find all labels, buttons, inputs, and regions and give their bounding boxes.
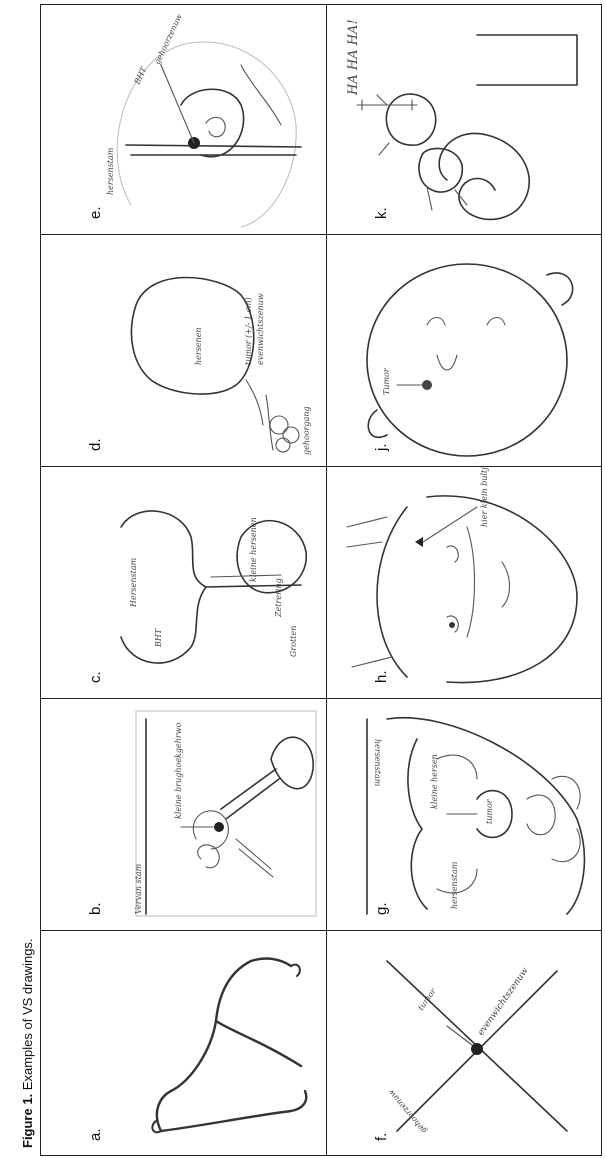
svg-text:Tumor: Tumor: [382, 367, 391, 395]
svg-text:Grotten: Grotten: [289, 626, 298, 657]
drawing-k-sketch: HA HA HA!: [327, 5, 601, 234]
drawing-j-note-tumor: Tumor: [382, 367, 391, 395]
drawing-f-note-balance-nerve: evenwichtszenuw: [476, 966, 531, 1038]
svg-text:hersenstam: hersenstam: [106, 147, 115, 195]
drawing-e-note-stem: hersenstam: [106, 147, 115, 195]
svg-text:hersenstam: hersenstam: [450, 861, 459, 909]
drawing-g-note-tumor: tumor: [485, 798, 494, 824]
drawing-g-note-stem: hersenstam: [450, 861, 459, 909]
drawing-c-note-stem: Hersenstam: [129, 557, 138, 608]
drawing-grid: BHT gehoorzenuw hersenstam e. HA HA HA! …: [40, 4, 602, 1156]
drawing-h-sketch: hier klein bultje: [327, 467, 601, 698]
drawing-f-note-tumor: tumor: [416, 986, 438, 1012]
drawing-e-note-nerve: gehoorzenuw: [153, 12, 184, 65]
svg-text:HA HA HA!: HA HA HA!: [346, 19, 361, 96]
drawing-e-label: e.: [87, 206, 104, 219]
svg-text:evenwichtszenuw: evenwichtszenuw: [256, 293, 265, 365]
drawing-cell-b: kleine brughoekgehrwo Vervan stam b.: [41, 699, 326, 930]
svg-text:Vervan stam: Vervan stam: [134, 863, 143, 914]
drawing-cell-a: a.: [41, 931, 326, 1155]
svg-text:Hersenstam: Hersenstam: [129, 557, 138, 608]
drawing-g-label: g.: [373, 902, 390, 915]
drawing-f-note-hearing-nerve: gehoorzenuw: [386, 1088, 428, 1136]
svg-text:BHT: BHT: [154, 628, 163, 648]
drawing-g-note-stem-left: hersenstam: [373, 739, 382, 787]
drawing-cell-k: HA HA HA! k.: [327, 5, 601, 234]
drawing-c-note-grotten: Grotten: [289, 626, 298, 657]
drawing-d-label: d.: [87, 438, 104, 451]
svg-text:Zetrering: Zetrering: [274, 578, 283, 618]
svg-text:kleine brughoekgehrwo: kleine brughoekgehrwo: [174, 722, 183, 819]
drawing-cell-f: tumor evenwichtszenuw gehoorzenuw f.: [327, 931, 601, 1155]
drawing-k-label: k.: [373, 207, 390, 219]
svg-text:gehoorzenuw: gehoorzenuw: [153, 12, 184, 65]
drawing-f-sketch: tumor evenwichtszenuw gehoorzenuw: [327, 931, 601, 1155]
drawing-f-label: f.: [373, 1133, 390, 1141]
svg-text:tumor: tumor: [485, 798, 494, 824]
drawing-h-note-bump: hier klein bultje: [480, 467, 489, 527]
drawing-k-note-laugh: HA HA HA!: [346, 19, 361, 96]
drawing-g-note-cerebellum: kleine hersen: [430, 754, 439, 809]
svg-text:tumor (+/- 1 cm): tumor (+/- 1 cm): [244, 297, 253, 365]
svg-text:kleine hersenen: kleine hersenen: [249, 517, 258, 582]
drawing-d-note-nerve: evenwichtszenuw: [256, 293, 265, 365]
drawing-cell-j: Tumor j.: [327, 235, 601, 466]
svg-text:hier klein bultje: hier klein bultje: [480, 467, 489, 527]
drawing-e-sketch: BHT gehoorzenuw hersenstam: [41, 5, 326, 234]
drawing-cell-c: Grotten Zetrering kleine hersenen Hersen…: [41, 467, 326, 698]
drawing-cell-e: BHT gehoorzenuw hersenstam e.: [41, 5, 326, 234]
drawing-c-note-cerebellum: kleine hersenen: [249, 517, 258, 582]
drawing-d-note-brain: hersenen: [194, 327, 203, 365]
svg-text:gehoorgang: gehoorgang: [302, 406, 311, 455]
drawing-cell-h: hier klein bultje h.: [327, 467, 601, 698]
drawing-d-note-canal: gehoorgang: [302, 406, 311, 455]
drawing-d-sketch: hersenen tumor (+/- 1 cm) evenwichtszenu…: [41, 235, 326, 466]
drawing-c-sketch: Grotten Zetrering kleine hersenen Hersen…: [41, 467, 326, 698]
drawing-b-note-stem: Vervan stam: [134, 863, 143, 914]
drawing-d-note-tumor: tumor (+/- 1 cm): [244, 297, 253, 365]
drawing-c-note-zetrering: Zetrering: [274, 578, 283, 618]
drawing-cell-d: hersenen tumor (+/- 1 cm) evenwichtszenu…: [41, 235, 326, 466]
drawing-j-sketch: Tumor: [327, 235, 601, 466]
svg-text:kleine hersen: kleine hersen: [430, 754, 439, 809]
drawing-j-label: j.: [373, 444, 390, 452]
figure-caption-text: Examples of VS drawings.: [20, 938, 35, 1093]
svg-text:gehoorzenuw: gehoorzenuw: [386, 1088, 428, 1136]
drawing-a-sketch: [41, 931, 326, 1155]
figure-caption: Figure 1. Examples of VS drawings.: [20, 938, 35, 1148]
svg-text:evenwichtszenuw: evenwichtszenuw: [476, 966, 531, 1038]
drawing-h-label: h.: [373, 670, 390, 683]
drawing-g-sketch: kleine hersen tumor hersenstam hersensta…: [327, 699, 601, 930]
svg-text:hersenen: hersenen: [194, 327, 203, 365]
drawing-c-label: c.: [87, 671, 104, 683]
drawing-cell-g: kleine hersen tumor hersenstam hersensta…: [327, 699, 601, 930]
svg-text:tumor: tumor: [416, 986, 438, 1012]
drawing-b-sketch: kleine brughoekgehrwo Vervan stam: [41, 699, 326, 930]
drawing-c-note-bht: BHT: [154, 628, 163, 648]
figure-caption-bold: Figure 1.: [20, 1094, 35, 1148]
svg-text:hersenstam: hersenstam: [373, 739, 382, 787]
drawing-a-label: a.: [87, 1128, 104, 1141]
drawing-b-label: b.: [87, 902, 104, 915]
drawing-b-note-cerebellum: kleine brughoekgehrwo: [174, 722, 183, 819]
figure-caption-region: Figure 1. Examples of VS drawings.: [0, 0, 40, 1159]
